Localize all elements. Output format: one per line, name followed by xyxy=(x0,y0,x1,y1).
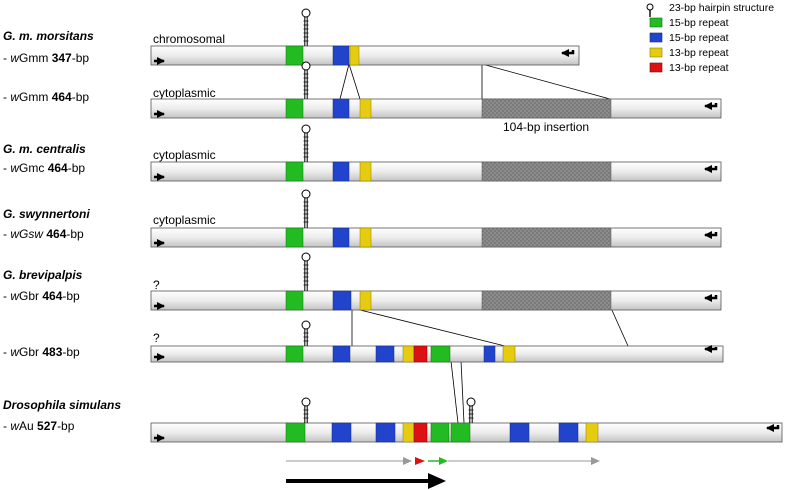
strain-label-wgbr483: - wGbr 483-bp xyxy=(3,345,80,359)
species-label-morsitans: G. m. morsitans xyxy=(3,29,94,43)
gene-bar-wgsw464 xyxy=(150,189,722,248)
location-label-cytoplasmic-gsw: cytoplasmic xyxy=(153,213,216,227)
reverse-arrow-icon xyxy=(704,165,718,173)
repeat-green xyxy=(430,422,450,443)
reverse-arrow-icon xyxy=(704,102,718,110)
location-label-cytoplasmic-gmc: cytoplasmic xyxy=(153,148,216,162)
gene-bar-wgmm347 xyxy=(150,8,580,66)
repeat-green xyxy=(285,345,304,363)
hairpin-icon xyxy=(646,3,654,17)
legend-yellow-label: 13-bp repeat xyxy=(669,47,729,59)
hairpin-icon xyxy=(301,8,311,46)
repeat-green xyxy=(450,422,471,443)
location-label-unknown-gbr464: ? xyxy=(153,278,160,292)
repeat-green xyxy=(430,345,451,363)
strain-label-wau527: - wAu 527-bp xyxy=(3,419,75,433)
repeat-yellow xyxy=(359,161,372,182)
repeat-yellow xyxy=(502,345,516,363)
repeat-red xyxy=(413,422,428,443)
repeat-yellow xyxy=(359,290,372,311)
repeat-green xyxy=(285,98,304,119)
repeat-blue xyxy=(331,422,352,443)
strain-label-wgmm464: - wGmm 464-bp xyxy=(3,90,89,104)
hairpin-icon xyxy=(301,252,311,291)
duplication-arrows xyxy=(286,457,600,489)
legend-blue-label: 15-bp repeat xyxy=(669,32,729,44)
arrow-red xyxy=(415,457,425,465)
reverse-arrow-icon xyxy=(704,345,718,353)
repeat-yellow xyxy=(359,98,372,119)
legend-blue-swatch xyxy=(649,32,663,43)
repeat-green xyxy=(285,290,304,311)
hairpin-icon xyxy=(466,397,476,423)
reverse-arrow-icon xyxy=(704,231,718,239)
reverse-arrow-icon xyxy=(766,424,780,432)
hairpin-icon xyxy=(301,189,311,228)
gene-bar-wgbr464 xyxy=(150,252,722,311)
insertion-region xyxy=(481,290,612,311)
repeat-blue xyxy=(332,290,352,311)
alignment-connectors xyxy=(339,63,629,424)
legend-red-swatch xyxy=(649,62,663,73)
repeat-yellow xyxy=(402,422,415,443)
reverse-arrow-icon xyxy=(561,49,575,57)
repeat-green xyxy=(285,161,304,182)
hairpin-icon xyxy=(301,61,311,99)
legend-green-label: 15-bp repeat xyxy=(669,17,729,29)
strain-label-wgbr464: - wGbr 464-bp xyxy=(3,289,80,303)
species-label-simulans: Drosophila simulans xyxy=(3,398,121,412)
repeat-blue xyxy=(332,98,350,119)
hairpin-icon xyxy=(301,397,311,423)
insertion-region xyxy=(481,227,612,248)
gene-bar-wgmm464 xyxy=(150,61,722,119)
location-label-unknown-gbr483: ? xyxy=(153,331,160,345)
reverse-arrow-icon xyxy=(704,294,718,302)
repeat-yellow xyxy=(402,345,415,363)
legend: 23-bp hairpin structure 15-bp repeat 15-… xyxy=(646,2,774,74)
hairpin-icon xyxy=(301,124,311,162)
repeat-blue xyxy=(332,161,350,182)
repeat-blue xyxy=(332,45,350,66)
insertion-region xyxy=(481,161,612,182)
insertion-label: 104-bp insertion xyxy=(503,120,589,134)
strain-label-wgmc464: - wGmc 464-bp xyxy=(3,161,85,175)
gene-bar-wgbr483 xyxy=(150,320,724,363)
repeat-yellow xyxy=(349,45,360,66)
gene-bar-wau527 xyxy=(150,397,783,443)
repeat-red xyxy=(413,345,428,363)
legend-red-label: 13-bp repeat xyxy=(669,62,729,74)
species-label-brevipalpis: G. brevipalpis xyxy=(3,268,83,282)
repeat-blue xyxy=(332,345,351,363)
repeat-blue xyxy=(483,345,496,363)
species-label-centralis: G. m. centralis xyxy=(3,142,86,156)
gene-bar-wgmc464 xyxy=(150,124,722,182)
legend-yellow-swatch xyxy=(649,47,663,58)
species-label-swynnertoni: G. swynnertoni xyxy=(3,207,90,221)
repeat-blue xyxy=(375,345,395,363)
insertion-region xyxy=(481,98,612,119)
strain-label-wgmm347: - wGmm 347-bp xyxy=(3,51,89,65)
location-label-chromosomal: chromosomal xyxy=(153,32,225,46)
location-label-cytoplasmic-gmm: cytoplasmic xyxy=(153,86,216,100)
hairpin-icon xyxy=(301,320,311,346)
repeat-yellow xyxy=(359,227,372,248)
repeat-blue xyxy=(558,422,579,443)
repeat-green xyxy=(285,45,304,66)
legend-hairpin-label: 23-bp hairpin structure xyxy=(669,2,774,14)
repeat-blue xyxy=(509,422,530,443)
strain-label-wgsw464: - wGsw 464-bp xyxy=(3,227,84,241)
legend-green-swatch xyxy=(649,17,663,28)
repeat-green xyxy=(285,422,306,443)
repeat-yellow xyxy=(585,422,599,443)
repeat-blue xyxy=(332,227,350,248)
repeat-blue xyxy=(375,422,396,443)
repeat-green xyxy=(285,227,304,248)
